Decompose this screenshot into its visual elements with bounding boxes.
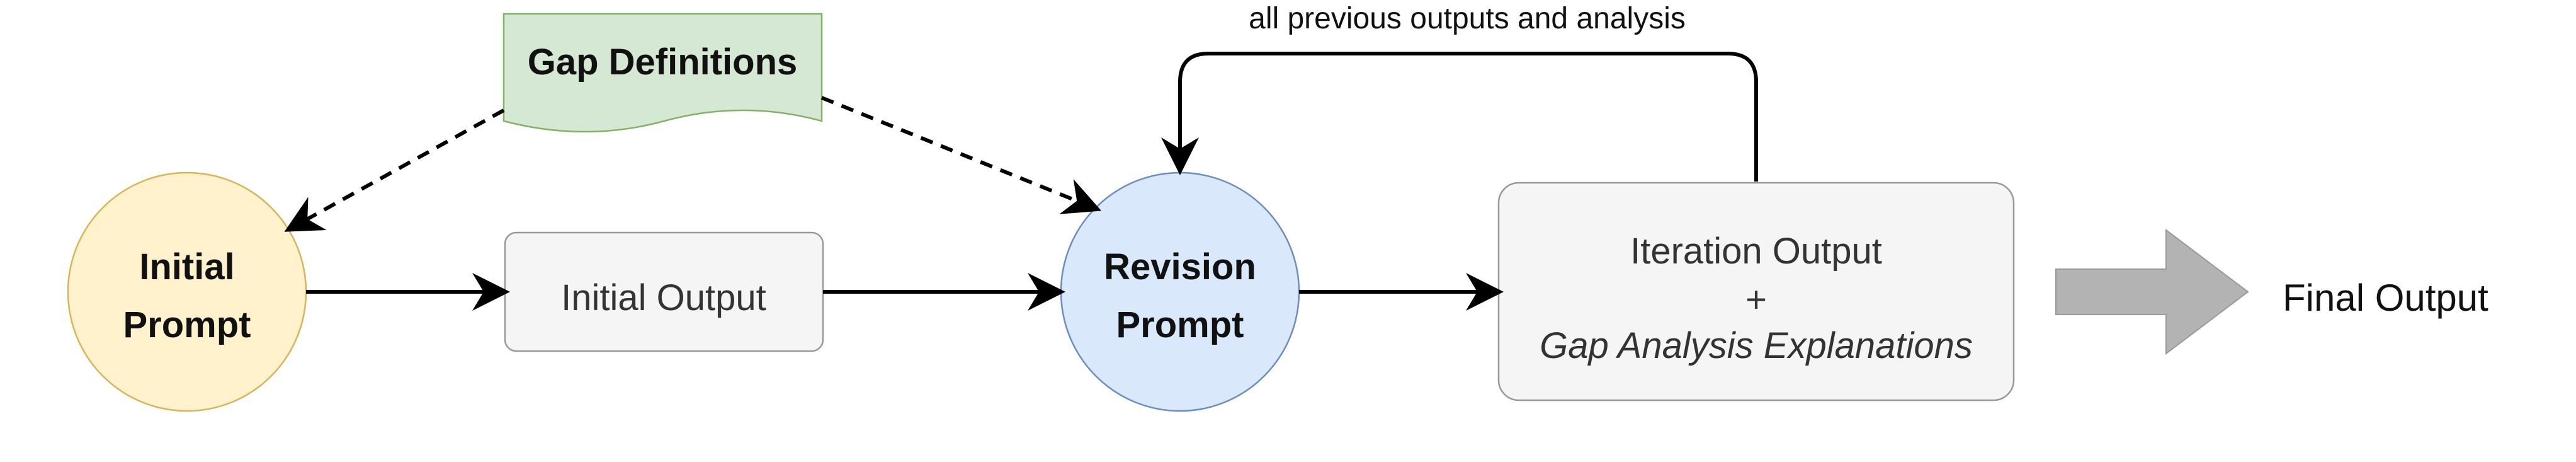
revision-prompt-node: Revision Prompt (1060, 171, 1300, 412)
final-output-label: Final Output (2283, 277, 2488, 319)
feedback-loop-arrow (1161, 52, 1758, 182)
revision-prompt-line2: Prompt (1116, 304, 1244, 345)
iteration-output-line2: + (1745, 279, 1767, 320)
initial-prompt-node: Initial Prompt (67, 171, 307, 412)
iteration-output-line1: Iteration Output (1630, 231, 1882, 272)
initial-prompt-line1: Initial (139, 246, 234, 287)
final-big-arrow (2055, 228, 2249, 355)
dashed-arrow-gap-to-revision-prompt (820, 96, 1102, 214)
gap-definitions-label: Gap Definitions (528, 42, 798, 83)
iteration-output-line3: Gap Analysis Explanations (1540, 325, 1973, 366)
initial-output-node: Initial Output (504, 231, 824, 352)
initial-output-label: Initial Output (561, 277, 766, 318)
feedback-loop-label: all previous outputs and analysis (1249, 2, 1686, 35)
revision-prompt-line1: Revision (1104, 246, 1256, 287)
iteration-output-node: Iteration Output + Gap Analysis Explanat… (1497, 182, 2015, 401)
gap-definitions-node: Gap Definitions (502, 13, 823, 133)
initial-prompt-line2: Prompt (123, 304, 251, 345)
dashed-arrow-gap-to-initial-prompt (284, 108, 505, 232)
